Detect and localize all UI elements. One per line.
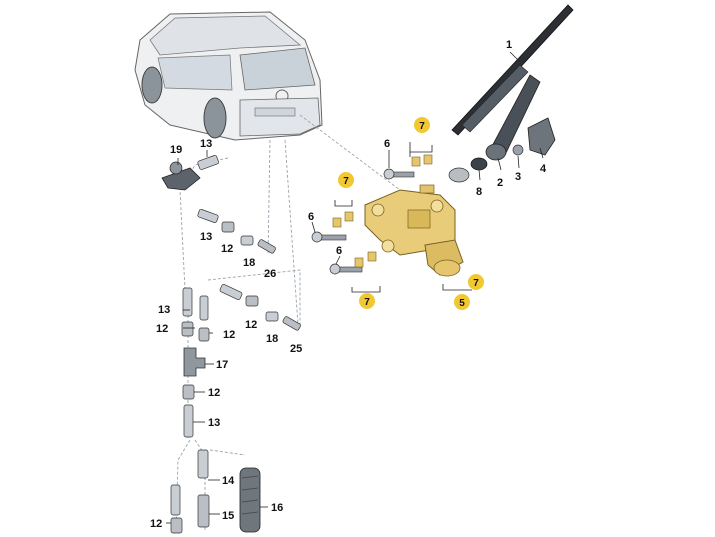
label-15: 15 (222, 510, 234, 522)
protective-sleeve-16 (239, 467, 261, 533)
motor-screw-middle (311, 231, 347, 243)
connector-12a (221, 221, 235, 233)
label-12b: 12 (245, 319, 257, 331)
wiper-arm (485, 74, 541, 161)
motor-bushings-bottom (354, 251, 377, 268)
spindle-grommet (448, 167, 470, 183)
washer-jet-assembly (161, 161, 201, 191)
label-6b: 6 (308, 211, 314, 223)
hose-vertical-13-right (199, 295, 209, 321)
badge-7a: 7 (414, 117, 430, 133)
label-18b: 18 (266, 333, 278, 345)
label-6a: 6 (384, 138, 390, 150)
motor-bushings-middle (332, 211, 354, 228)
wiper-seal (470, 157, 488, 171)
motor-screw-bottom (329, 263, 363, 275)
label-13b: 13 (200, 231, 212, 243)
wiper-blade (451, 4, 574, 136)
hose-segment-upper (197, 155, 219, 170)
connector-12-right (198, 327, 210, 342)
hose-vertical-13-left (182, 287, 193, 317)
connector-15 (197, 494, 210, 528)
callout-labels: 1 2 3 4 8 6 6 6 19 13 13 12 18 26 13 12 … (150, 39, 547, 530)
label-26: 26 (264, 268, 276, 280)
label-12c: 12 (156, 323, 168, 335)
t-connector-17 (183, 347, 206, 377)
label-13c: 13 (158, 304, 170, 316)
label-2: 2 (497, 177, 503, 189)
connector-12b (245, 295, 259, 307)
badge-7c: 7 (359, 293, 375, 309)
label-19: 19 (170, 144, 182, 156)
svg-text:5: 5 (459, 298, 465, 309)
label-8: 8 (476, 186, 482, 198)
connector-18b (265, 311, 279, 322)
label-1: 1 (506, 39, 512, 51)
wiper-motor-assembly (364, 184, 464, 277)
label-12a: 12 (221, 243, 233, 255)
hose-segment-13c (219, 284, 243, 300)
svg-text:7: 7 (473, 278, 479, 289)
label-14: 14 (222, 475, 235, 487)
hose-vertical-13-lower (183, 404, 194, 438)
label-13a: 13 (200, 138, 212, 150)
connector-18a (240, 235, 254, 246)
vehicle-illustration (134, 11, 323, 141)
badge-5: 5 (454, 294, 470, 310)
badge-7b: 7 (338, 172, 354, 188)
label-12d: 12 (223, 329, 235, 341)
leader-lines (166, 51, 544, 524)
label-4: 4 (540, 163, 547, 175)
label-3: 3 (515, 171, 521, 183)
hose-lower-left (170, 484, 181, 516)
label-12e: 12 (208, 387, 220, 399)
connector-14 (197, 449, 209, 479)
svg-text:7: 7 (364, 297, 370, 308)
label-16: 16 (271, 502, 283, 514)
connector-12-bottom (170, 517, 183, 534)
label-18a: 18 (243, 257, 255, 269)
label-6c: 6 (336, 245, 342, 257)
motor-bushings-top (411, 154, 433, 167)
wiper-nut (512, 144, 524, 156)
badge-7d: 7 (468, 274, 484, 290)
label-12f: 12 (150, 518, 162, 530)
motor-screw-top (383, 168, 415, 180)
label-17: 17 (216, 359, 228, 371)
wiper-arm-cover-cap (527, 117, 556, 156)
svg-text:7: 7 (419, 121, 425, 132)
connector-12-mid (182, 384, 195, 400)
svg-text:7: 7 (343, 176, 349, 187)
label-13d: 13 (208, 417, 220, 429)
label-25: 25 (290, 343, 302, 355)
hose-plug-25 (282, 316, 301, 331)
connector-12-left (181, 321, 194, 337)
hose-plug-26 (257, 239, 276, 254)
hose-segment-13b (197, 209, 219, 223)
